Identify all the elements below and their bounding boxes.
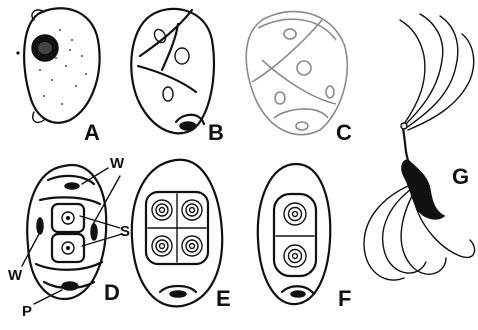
panel-f-outline	[258, 164, 330, 304]
panel-d-wall-nucleus-top	[65, 183, 79, 189]
panel-e-cell	[132, 160, 222, 307]
panel-c-nucleus-3	[275, 92, 285, 104]
panel-b-nucleus-2	[175, 48, 189, 64]
panel-b-nucleus-3	[163, 87, 173, 101]
panel-f-basal-cell	[291, 291, 305, 297]
panel-d-letter: D	[104, 280, 120, 305]
callout-s: S	[120, 223, 130, 240]
panel-f-spermatozoid-2	[284, 245, 306, 267]
panel-b-cell	[131, 9, 214, 133]
panel-e-spermatozoid-4	[182, 236, 202, 256]
panel-f-letter: F	[338, 286, 351, 311]
panel-f-cell	[258, 164, 330, 304]
panel-e-spermatozoid-2	[182, 200, 202, 220]
callout-w-bottom: W	[8, 267, 23, 284]
panel-b-outline	[131, 9, 214, 133]
panel-e-spermatozoid-3	[152, 236, 172, 256]
panel-b-letter: B	[208, 120, 224, 145]
callout-p: P	[22, 303, 32, 320]
panel-g-body	[402, 160, 444, 219]
panel-a-cell	[16, 8, 99, 122]
panel-c-basal-cell	[296, 122, 308, 130]
panel-c-nucleus-1	[284, 29, 296, 39]
panel-a-letter: A	[84, 120, 100, 145]
panel-f-spermatozoid-1	[284, 203, 306, 225]
panel-a-dot	[16, 51, 19, 54]
panel-b-basal-cell	[180, 122, 196, 130]
panel-g-letter: G	[452, 164, 469, 189]
panel-a-outline	[24, 8, 99, 122]
panel-e-basal-cell	[170, 291, 186, 297]
panel-c-outline	[246, 12, 347, 135]
panel-d-basal-cell	[62, 282, 78, 290]
panel-g-spermatozoid	[364, 14, 475, 280]
panel-e-spermatozoid-1	[152, 200, 172, 220]
callout-w-top: W	[110, 155, 125, 172]
panel-e-letter: E	[216, 286, 231, 311]
panel-c-nucleus-4	[326, 86, 334, 98]
panel-c-nucleus-2	[297, 61, 311, 75]
panel-b-nucleus-1	[152, 27, 168, 44]
panel-c-cell	[246, 12, 347, 135]
panel-d-cell	[27, 165, 106, 299]
panel-c-letter: C	[336, 120, 352, 145]
panel-g-flagella-upper	[400, 14, 474, 130]
panel-b-wall-2	[138, 66, 196, 92]
